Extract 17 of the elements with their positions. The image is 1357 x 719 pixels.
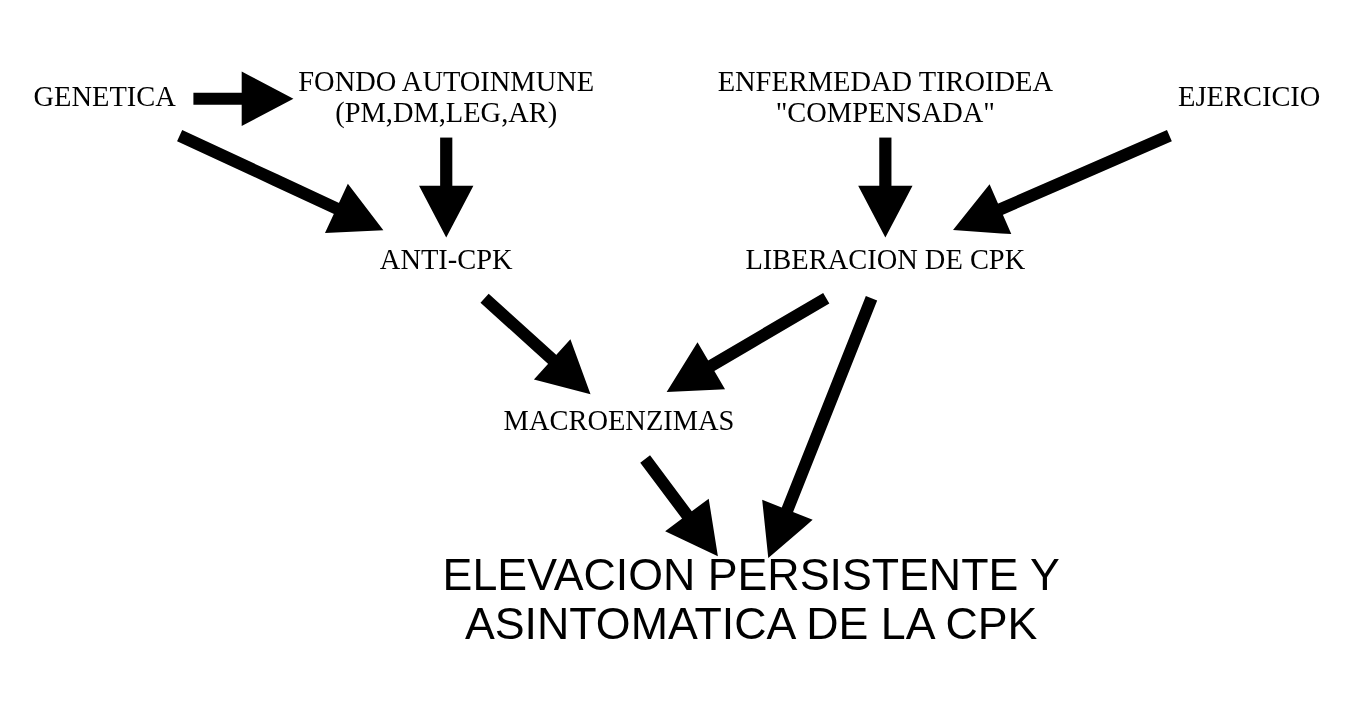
- node-text: ANTI-CPK: [379, 243, 513, 275]
- arrow: [762, 295, 878, 558]
- node-text: EJERCICIO: [1178, 80, 1321, 112]
- node-text: ELEVACION PERSISTENTE Y ASINTOMATICA DE LA CPK: [442, 549, 1060, 648]
- node-text: MACROENZIMAS: [503, 404, 735, 436]
- node-text: FONDO AUTOINMUNE (PM,DM,LEG,AR): [298, 65, 595, 128]
- arrow: [177, 129, 384, 233]
- node-text: ENFERMEDAD TIROIDEA "COMPENSADA": [717, 65, 1054, 128]
- arrow: [419, 137, 474, 238]
- arrow: [953, 129, 1172, 234]
- node-text: LIBERACION DE CPK: [745, 243, 1026, 275]
- node-text: GENETICA: [33, 80, 176, 112]
- arrow: [480, 293, 591, 394]
- arrow: [858, 137, 913, 238]
- arrow: [666, 292, 830, 392]
- arrow: [193, 71, 294, 126]
- arrow: [640, 454, 718, 556]
